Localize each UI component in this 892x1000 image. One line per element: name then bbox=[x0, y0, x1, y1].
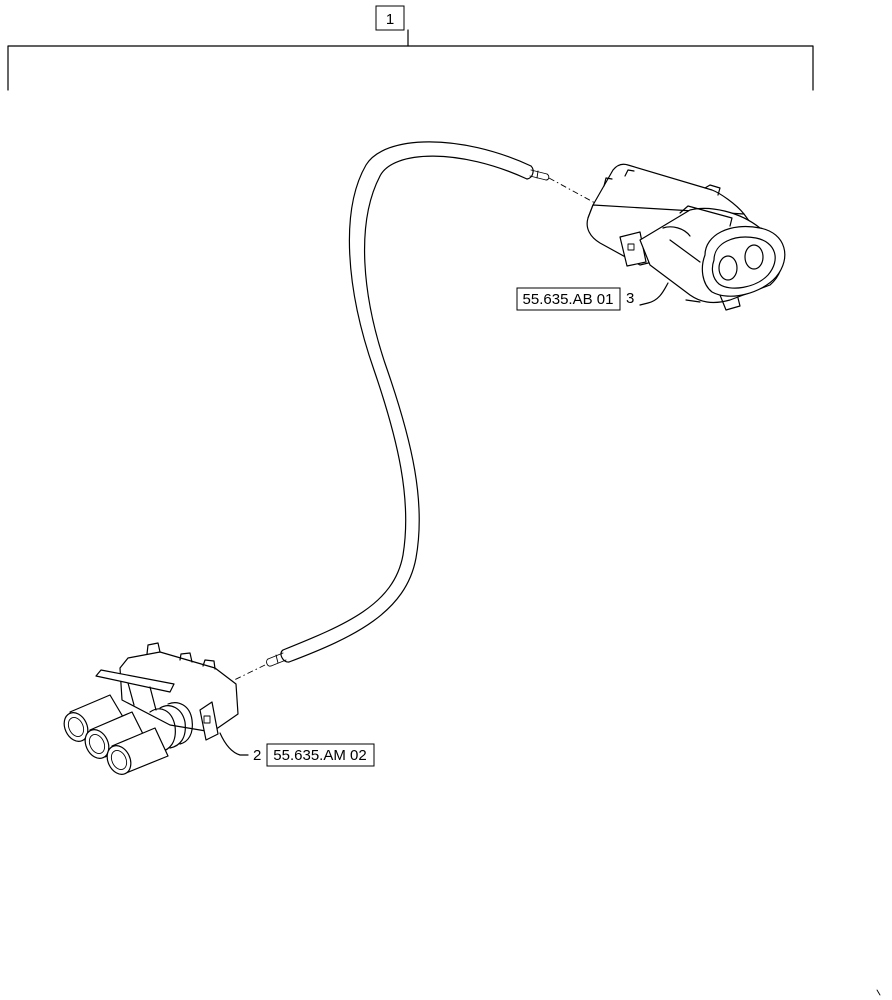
reference-box-top bbox=[516, 287, 621, 311]
assembly-bracket: 1 bbox=[7, 5, 814, 91]
cable bbox=[266, 141, 550, 667]
assembly-item-number: 1 bbox=[386, 11, 394, 28]
reference-label-top: 55.635.AB 01 bbox=[523, 291, 614, 308]
connector-top bbox=[586, 163, 786, 311]
alignment-line-bottom bbox=[227, 664, 266, 684]
reference-label-bottom: 55.635.AM 02 bbox=[273, 747, 366, 764]
reference-box-bottom bbox=[266, 743, 375, 767]
item-number-3: 3 bbox=[626, 290, 634, 307]
callout-item-3: 3 55.635.AB 01 bbox=[516, 282, 669, 311]
item-number-2: 2 bbox=[253, 747, 261, 764]
connector-bottom bbox=[63, 642, 239, 775]
corner-mark bbox=[876, 989, 881, 996]
callout-item-2: 2 55.635.AM 02 bbox=[219, 732, 375, 767]
